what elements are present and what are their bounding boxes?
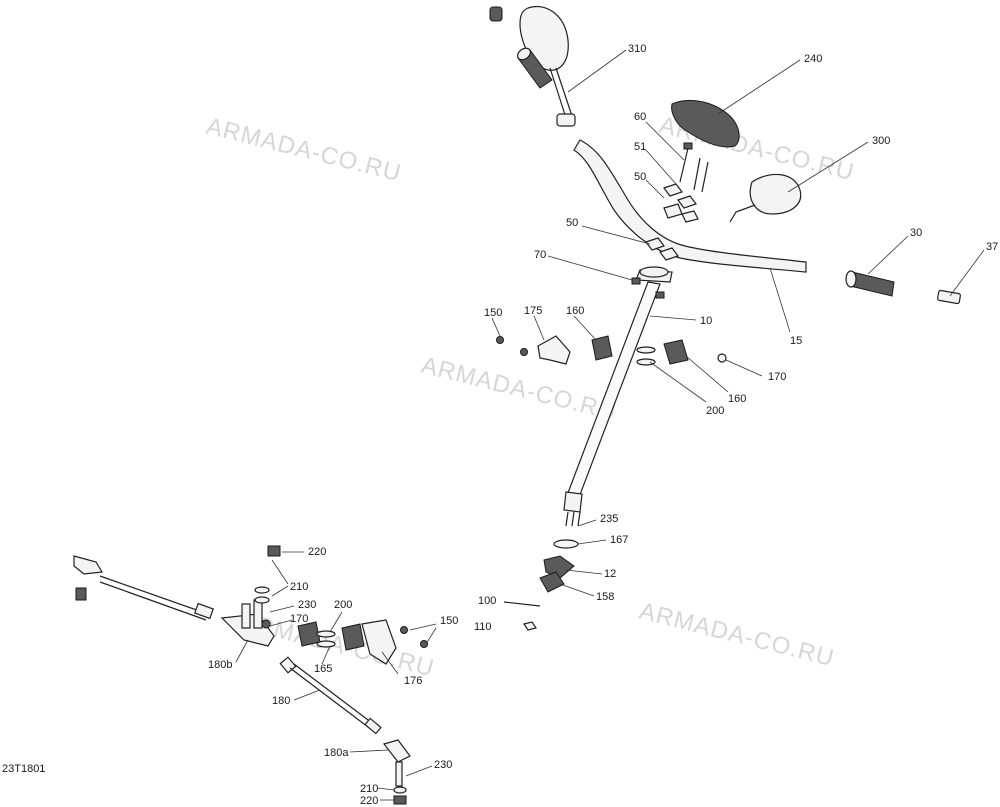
bar-clamp [659, 247, 679, 261]
handlebar [573, 139, 807, 273]
callout-210: 210 [360, 783, 378, 795]
diagram-code: 23T1801 [2, 763, 45, 775]
handlebar-cover [671, 99, 740, 148]
callout-180a: 180a [324, 747, 349, 759]
callout-160: 160 [728, 393, 746, 405]
callout-200: 200 [334, 599, 352, 611]
bushing-upper-right [636, 339, 727, 366]
callout-158: 158 [596, 591, 614, 603]
bar-clamp [645, 237, 665, 251]
screw [520, 348, 528, 356]
cotter-pin [503, 601, 541, 607]
callout-310: 310 [628, 43, 646, 55]
seal [553, 539, 579, 549]
bar-end [937, 289, 961, 305]
callout-235: 235 [600, 513, 618, 525]
steering-column [563, 266, 673, 527]
callout-150: 150 [440, 615, 458, 627]
watermark: ARMADA-CO.RU [637, 598, 838, 673]
callout-170: 170 [768, 371, 786, 383]
callout-176: 176 [404, 675, 422, 687]
callout-30: 30 [910, 227, 922, 239]
callout-100: 100 [478, 595, 496, 607]
bushing-upper-left [537, 335, 613, 365]
callout-180: 180 [272, 695, 290, 707]
callout-240: 240 [804, 53, 822, 65]
watermark: ARMADA-CO.RU [204, 113, 405, 188]
callout-labels: 310 240 60 51 50 300 50 70 30 37 150 175… [208, 43, 998, 807]
nuts [631, 277, 665, 299]
watermark: ARMADA-CO.RU [419, 352, 620, 427]
tie-rod-lower [279, 656, 411, 805]
callout-60: 60 [634, 111, 646, 123]
clamps [663, 183, 699, 223]
tie-rod-upper [73, 555, 214, 621]
lock-nut [539, 571, 565, 593]
callout-220: 220 [360, 795, 378, 807]
callout-15: 15 [790, 335, 802, 347]
grip-right [845, 270, 895, 297]
callout-70: 70 [534, 249, 546, 261]
callout-210: 210 [290, 581, 308, 593]
grip-left [516, 47, 553, 89]
callout-230: 230 [298, 599, 316, 611]
callout-230: 230 [434, 759, 452, 771]
callout-50: 50 [566, 217, 578, 229]
callout-200: 200 [706, 405, 724, 417]
nut [523, 621, 537, 631]
callout-160: 160 [566, 305, 584, 317]
callout-110: 110 [474, 621, 492, 633]
callout-165: 165 [314, 663, 332, 675]
callout-50: 50 [634, 171, 646, 183]
callout-150: 150 [484, 307, 502, 319]
callout-300: 300 [872, 135, 890, 147]
steering-arm [220, 545, 281, 647]
screw [496, 336, 504, 344]
mirror-right [729, 173, 802, 223]
callout-167: 167 [610, 534, 628, 546]
callout-10: 10 [700, 315, 712, 327]
callout-170: 170 [290, 613, 308, 625]
callout-180b: 180b [208, 659, 232, 671]
leader-lines [235, 49, 985, 801]
bolts [679, 142, 709, 193]
callout-220: 220 [308, 546, 326, 558]
bracket [543, 555, 575, 579]
callout-51: 51 [634, 141, 646, 153]
callout-12: 12 [604, 568, 616, 580]
bushing-lower [297, 619, 428, 665]
callout-37: 37 [986, 241, 998, 253]
callout-175: 175 [524, 305, 542, 317]
